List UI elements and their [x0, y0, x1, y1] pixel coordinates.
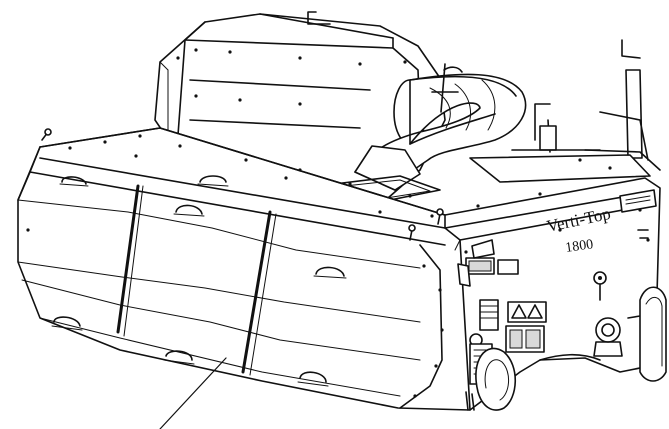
discharge-chute [317, 73, 527, 207]
warning-triangle-icon [511, 304, 527, 319]
model-number: 1800 [564, 237, 594, 256]
brand-plate [619, 189, 657, 213]
callout-leader-line [159, 357, 227, 429]
grab-handles [41, 128, 444, 387]
rollers [475, 286, 667, 411]
front-housing [17, 127, 661, 411]
rear-frame [307, 11, 661, 183]
warning-triangle-icon [527, 304, 543, 319]
warning-decal-panel [507, 301, 547, 323]
housing-bolts [26, 134, 652, 398]
control-panel: Verti-Top 1800 [457, 189, 657, 411]
hydraulic-block [479, 299, 499, 331]
toggle-switch [497, 259, 519, 275]
